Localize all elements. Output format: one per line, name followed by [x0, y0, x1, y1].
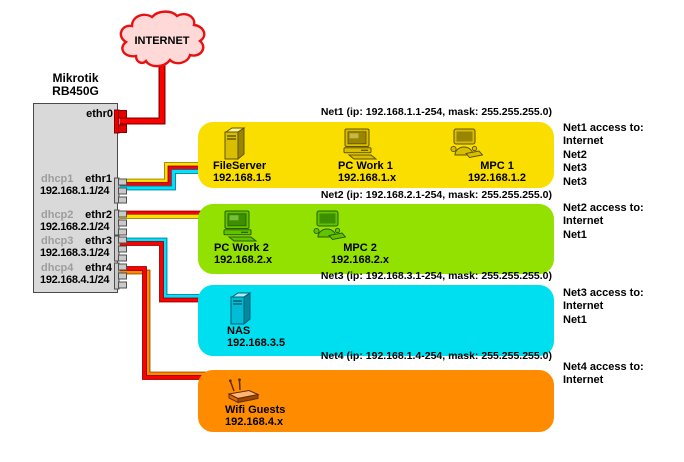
wifi-router-icon [225, 378, 261, 404]
mpc-icon [447, 128, 483, 160]
access-title: Net1 access to: [563, 122, 644, 134]
device-ip: 192.168.2.x [330, 253, 390, 266]
router-brand: Mikrotik [52, 71, 99, 85]
device-name: PC Work 2 [214, 242, 269, 254]
device-name: MPC 2 [343, 242, 377, 254]
port-row-ethr1: dhcp1 ethr1 [34, 173, 117, 185]
net4-access-list: Net4 access to: Internet [563, 361, 644, 388]
port-row-ethr2: dhcp2 ethr2 [34, 209, 117, 221]
wan-port-label: ethr0 [86, 108, 113, 120]
dhcp4-label: dhcp4 [41, 262, 74, 274]
dhcp2-label: dhcp2 [41, 208, 74, 221]
port-row-ethr3: dhcp3 ethr3 [34, 235, 117, 247]
device-ip: 192.168.1.2 [467, 171, 527, 184]
device-ip: 192.168.3.5 [227, 336, 286, 349]
net3-band-label: Net3 (ip: 192.168.3.1-254, mask: 255.255… [320, 270, 552, 282]
device-pc-work-2: PC Work 2 192.168.2.x [214, 210, 272, 266]
access-item: Net3 [563, 175, 587, 188]
device-wifi-guests: Wifi Guests 192.168.4.x [225, 378, 285, 428]
device-nas: NAS 192.168.3.5 [227, 291, 285, 349]
port-row-ethr4: dhcp4 ethr4 [34, 262, 117, 274]
device-pc-work-1: PC Work 1 192.168.1.x [338, 128, 396, 184]
net4-band-label: Net4 (ip: 192.168.1.4-254, mask: 255.255… [320, 350, 552, 362]
access-item: Net1 [563, 313, 587, 326]
dhcp1-label: dhcp1 [41, 173, 74, 185]
access-item: Net1 [563, 228, 587, 241]
access-item: Internet [563, 215, 604, 228]
tower-server-icon [222, 126, 248, 160]
ethr3-label: ethr3 [85, 235, 112, 247]
net2-box: PC Work 2 192.168.2.x MPC 2 192.168.2.x [198, 204, 554, 274]
wire-internet-core [120, 54, 165, 124]
net3-access-list: Net3 access to: Internet Net1 [563, 287, 644, 327]
ethr4-ip: 192.168.4.1/24 [40, 274, 110, 286]
access-title: Net3 access to: [563, 287, 644, 299]
ethr2-ip: 192.168.2.1/24 [40, 220, 110, 233]
net2-band-label: Net2 (ip: 192.168.2.1-254, mask: 255.255… [320, 189, 552, 201]
device-name: MPC 1 [480, 160, 514, 172]
router-title: Mikrotik RB450G [33, 72, 118, 98]
net1-access-list: Net1 access to: Internet Net2 Net3 Net3 [563, 122, 644, 189]
ethr1-label: ethr1 [85, 173, 112, 185]
mpc-icon [310, 210, 346, 242]
net1-box: FileServer 192.168.1.5 PC Work 1 192.168… [198, 122, 554, 188]
net2-access-list: Net2 access to: Internet Net1 [563, 202, 644, 242]
internet-label: INTERNET [135, 35, 190, 47]
router-model: RB450G [52, 84, 99, 98]
device-ip: 192.168.1.5 [213, 171, 272, 184]
desktop-pc-icon [342, 128, 378, 160]
device-ip: 192.168.4.x [225, 415, 284, 428]
ethr3-ip: 192.168.3.1/24 [40, 247, 110, 259]
ethr4-label: ethr4 [85, 262, 112, 274]
access-item: Internet [563, 300, 604, 313]
net3-box: NAS 192.168.3.5 [198, 285, 554, 356]
tower-server-icon [228, 291, 254, 325]
access-item: Net3 [563, 162, 587, 175]
net4-box: Wifi Guests 192.168.4.x [198, 370, 554, 432]
internet-cloud-icon: INTERNET [119, 10, 206, 68]
access-item: Net2 [563, 148, 587, 161]
device-mpc-2: MPC 2 192.168.2.x [310, 210, 410, 266]
access-title: Net4 access to: [563, 361, 644, 373]
device-name: PC Work 1 [338, 160, 393, 172]
device-name: Wifi Guests [225, 404, 286, 416]
device-ip: 192.168.1.x [338, 171, 397, 184]
device-ip: 192.168.2.x [214, 253, 273, 266]
desktop-pc-icon [222, 210, 258, 242]
access-title: Net2 access to: [563, 202, 644, 214]
access-item: Internet [563, 135, 604, 148]
device-name: FileServer [213, 160, 267, 172]
net1-band-label: Net1 (ip: 192.168.1.1-254, mask: 255.255… [320, 106, 552, 118]
router-box: ethr0 dhcp1 ethr1 192.168.1.1/24 dhcp2 e… [33, 103, 118, 293]
dhcp3-label: dhcp3 [41, 235, 74, 247]
ethr2-label: ethr2 [85, 208, 112, 221]
device-name: NAS [227, 325, 251, 337]
device-fileserver: FileServer 192.168.1.5 [213, 126, 271, 184]
ethr1-ip: 192.168.1.1/24 [40, 185, 110, 197]
access-item: Internet [563, 374, 604, 387]
device-mpc-1: MPC 1 192.168.1.2 [447, 128, 547, 184]
